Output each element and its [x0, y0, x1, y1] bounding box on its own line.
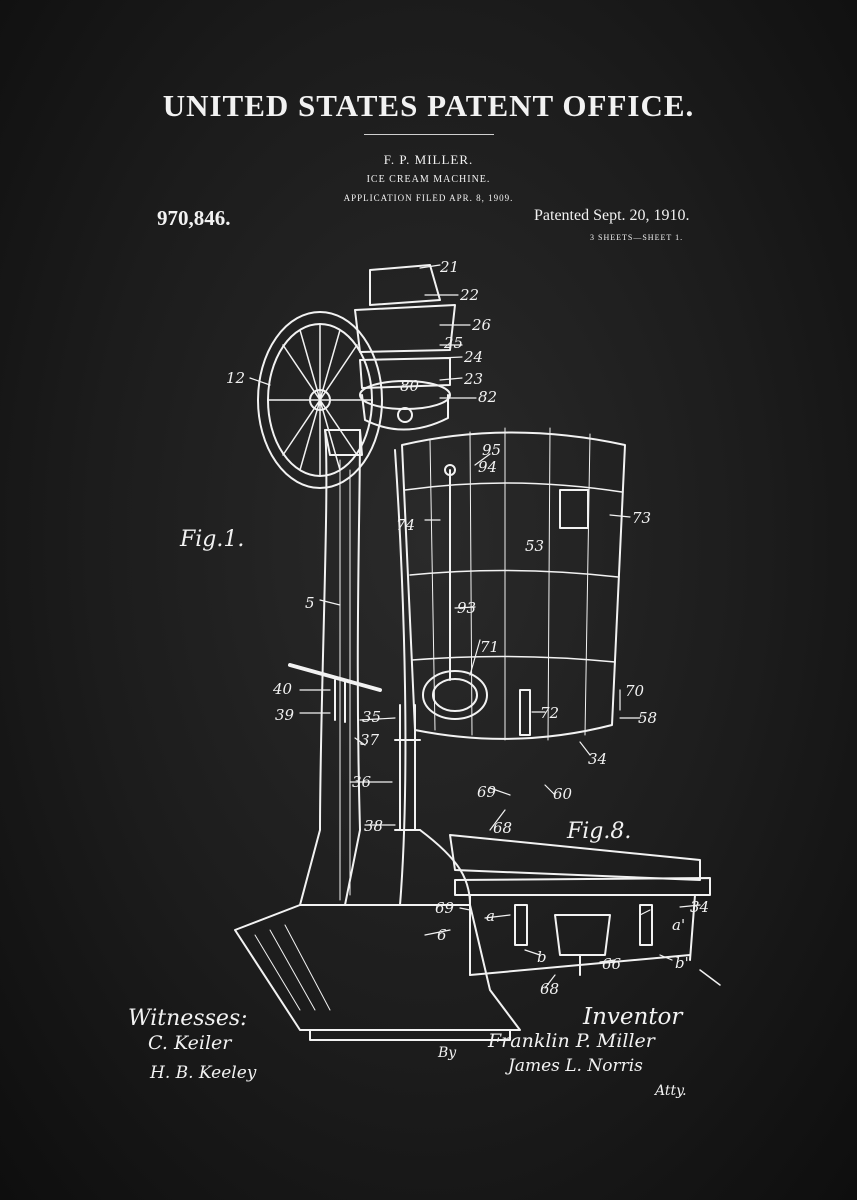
- witness-2-signature: H. B. Keeley: [150, 1063, 257, 1083]
- by-label: By: [438, 1045, 457, 1061]
- ref-label: b': [675, 954, 689, 972]
- inventor-signature: Franklin P. Miller: [488, 1030, 655, 1052]
- ref-label: 5: [305, 594, 315, 612]
- invention-title: ICE CREAM MACHINE.: [366, 174, 491, 185]
- ref-label: 24: [463, 348, 483, 366]
- sheet-count: 3 SHEETS—SHEET 1.: [590, 233, 684, 242]
- ref-label: 34: [690, 898, 709, 916]
- lever-handle: [288, 663, 421, 831]
- ref-label: 39: [275, 706, 295, 724]
- ref-label: 60: [553, 785, 573, 803]
- top-gear-assembly: [354, 264, 456, 431]
- ref-label: a: [486, 907, 495, 925]
- ref-label: 95: [482, 441, 501, 459]
- freezer-tub: [401, 427, 626, 741]
- ref-label: 6: [437, 926, 447, 944]
- inventor-label: Inventor: [583, 1004, 683, 1030]
- ref-label: 58: [638, 709, 657, 727]
- patent-number: 970,846.: [157, 206, 231, 230]
- ref-label: 26: [471, 316, 492, 334]
- ref-label: 71: [480, 638, 499, 656]
- ref-label: 53: [525, 537, 544, 555]
- ref-label: 82: [478, 388, 497, 406]
- inventor-name: F. P. MILLER.: [383, 152, 474, 167]
- ref-label: 68: [540, 980, 559, 998]
- leader-lines: [249, 264, 701, 989]
- ref-label: 66: [602, 955, 622, 973]
- ref-label: 37: [360, 731, 380, 749]
- witnesses-label: Witnesses:: [128, 1006, 248, 1031]
- ref-label: 68: [493, 819, 512, 837]
- ref-label: 34: [588, 750, 607, 768]
- ref-label: 69: [435, 899, 455, 917]
- ref-label: 94: [478, 458, 497, 476]
- ref-label: 21: [439, 258, 459, 276]
- ref-label: 80: [400, 377, 420, 395]
- ref-label: 23: [463, 370, 483, 388]
- attorney-signature: James L. Norris: [508, 1056, 643, 1076]
- fig8-detail: [449, 834, 721, 986]
- ref-label: 40: [272, 680, 293, 698]
- witness-1-signature: C. Keiler: [148, 1032, 232, 1054]
- ref-label: 73: [632, 509, 651, 527]
- pedestal-base: [234, 904, 521, 1041]
- ref-label: 74: [396, 516, 415, 534]
- ref-label: 22: [459, 286, 479, 304]
- fig1-label: Fig.1.: [179, 527, 244, 552]
- patent-office-heading: UNITED STATES PATENT OFFICE.: [162, 88, 695, 123]
- ref-label: 38: [364, 817, 383, 835]
- application-filed: APPLICATION FILED APR. 8, 1909.: [343, 193, 514, 203]
- ref-label: 25: [443, 334, 463, 352]
- patented-date: Patented Sept. 20, 1910.: [534, 207, 690, 224]
- ref-label: 93: [457, 599, 476, 617]
- ref-label: 35: [362, 708, 381, 726]
- column: [299, 429, 471, 906]
- flywheel: [257, 311, 383, 489]
- ref-label: b: [537, 948, 547, 966]
- ref-label: a': [672, 916, 685, 934]
- ref-label: 70: [625, 682, 645, 700]
- fig8-label: Fig.8.: [566, 819, 631, 844]
- heading-divider: [364, 134, 494, 135]
- ref-label: 12: [226, 369, 245, 387]
- attorney-label: Atty.: [655, 1083, 687, 1099]
- reference-labels: 21 22 26 25 24 23 82 80 12 95 94 73 74 5…: [226, 258, 709, 998]
- ref-label: 36: [352, 773, 372, 791]
- ref-label: 72: [540, 704, 559, 722]
- ref-label: 69: [477, 783, 497, 801]
